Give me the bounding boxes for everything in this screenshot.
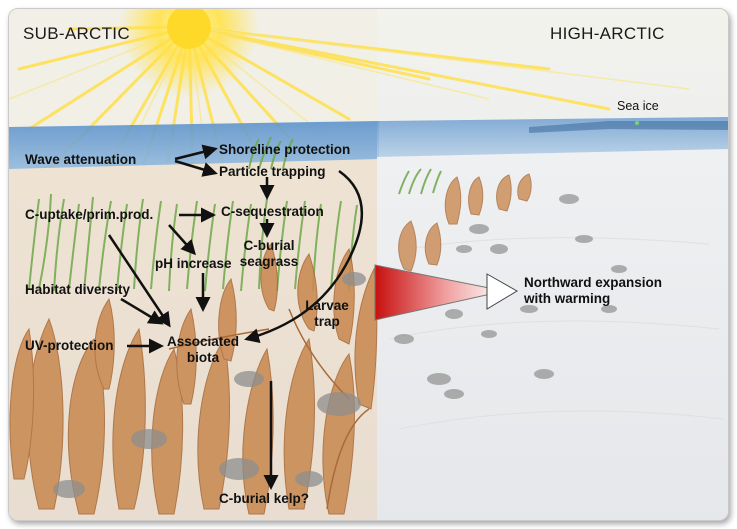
figure-frame: SUB-ARCTIC HIGH-ARCTIC Sea ice Wave atte…	[8, 8, 729, 521]
label-wave-attenuation: Wave attenuation	[25, 152, 137, 167]
expansion-arrowhead	[486, 273, 518, 310]
label-shoreline-protection: Shoreline protection	[219, 142, 351, 157]
label-northward-expansion: Northward expansion with warming	[524, 275, 662, 307]
sea-ice-label: Sea ice	[617, 99, 659, 113]
label-northward-expansion-line1: Northward expansion	[524, 275, 663, 290]
label-particle-trapping: Particle trapping	[219, 164, 326, 179]
arrow-wave-shoreline	[174, 144, 218, 161]
expansion-wedge	[374, 264, 505, 321]
arrow-cuptake-biota	[107, 234, 171, 328]
label-c-uptake: C-uptake/prim.prod.	[25, 207, 154, 222]
label-c-burial-seagrass-line2: seagrass	[239, 254, 299, 269]
label-northward-expansion-line2: with warming	[524, 291, 611, 306]
label-associated-biota-line2: biota	[186, 350, 220, 365]
region-label-sub-arctic: SUB-ARCTIC	[23, 24, 130, 43]
label-larvae-trap: Larvae trap	[301, 298, 353, 330]
arrow-wave-particle	[174, 159, 218, 177]
label-uv-protection: UV-protection	[25, 338, 114, 353]
illustration-background	[9, 9, 728, 520]
label-habitat-diversity: Habitat diversity	[25, 282, 131, 297]
label-c-burial-seagrass: C-burial seagrass	[234, 238, 304, 270]
region-label-high-arctic: HIGH-ARCTIC	[550, 24, 665, 43]
label-c-sequestration: C-sequestration	[221, 204, 324, 219]
arrow-habitat-biota	[120, 297, 164, 325]
label-larvae-trap-line1: Larvae	[305, 298, 349, 313]
label-c-burial-seagrass-line1: C-burial	[243, 238, 295, 253]
label-associated-biota-line1: Associated	[166, 334, 240, 349]
arrow-particle-biota	[244, 169, 364, 344]
label-c-burial-kelp: C-burial kelp?	[219, 491, 310, 506]
arrow-cuptake-ph	[168, 224, 196, 256]
label-associated-biota: Associated biota	[161, 334, 245, 366]
label-ph-increase: pH increase	[155, 256, 232, 271]
label-larvae-trap-line2: trap	[314, 314, 340, 329]
